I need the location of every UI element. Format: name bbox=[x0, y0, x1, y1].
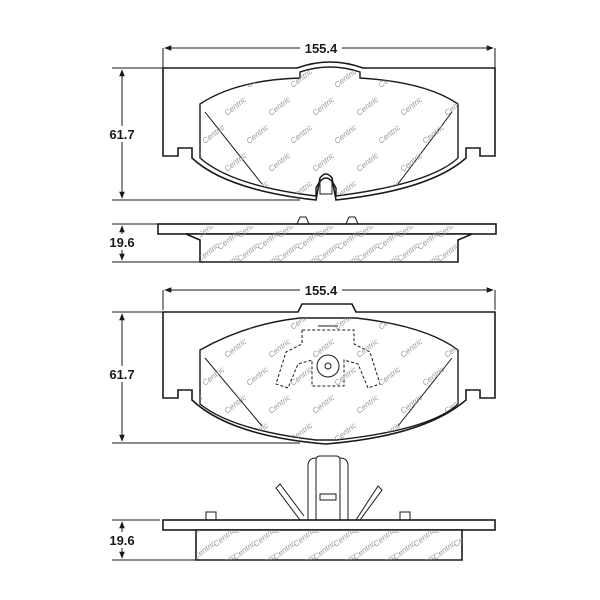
edge-friction-material bbox=[195, 529, 463, 561]
watermark-text: Centric bbox=[152, 539, 178, 562]
watermark-text: Centric bbox=[296, 253, 322, 276]
right-chamfer-line bbox=[397, 111, 453, 185]
watermark-text: Centric bbox=[176, 253, 202, 276]
width-label-bg bbox=[300, 40, 342, 56]
edge-left-tab bbox=[205, 511, 217, 520]
watermark-text: Centric bbox=[421, 179, 447, 202]
watermark-text: Centric bbox=[172, 552, 198, 575]
watermark-text: Centric bbox=[201, 421, 227, 444]
thickness-dimension-label: 19.6 bbox=[109, 533, 134, 548]
height-dimension-label: 61.7 bbox=[109, 127, 134, 142]
watermark-text: Centric bbox=[452, 526, 478, 549]
thickness-label-bg bbox=[102, 234, 142, 250]
clip-right-wall bbox=[339, 457, 349, 520]
left-chamfer-line bbox=[204, 357, 263, 427]
width-dimension-label: 155.4 bbox=[305, 283, 338, 298]
watermark-text: Centric bbox=[256, 253, 282, 276]
abutment-clip bbox=[319, 178, 333, 195]
watermark-text: Centric bbox=[156, 241, 182, 264]
watermark-text: Centric bbox=[416, 253, 442, 276]
watermark-text: Centric bbox=[201, 179, 227, 202]
clip-center-hole bbox=[324, 362, 332, 370]
edge-backing-plate bbox=[162, 519, 496, 531]
height-label-bg bbox=[102, 126, 142, 142]
friction-pad bbox=[199, 317, 459, 441]
height-dimension-label: 61.7 bbox=[109, 367, 134, 382]
wire-spring-right bbox=[355, 485, 383, 521]
width-label-bg bbox=[300, 282, 342, 298]
edge-left-tab bbox=[296, 216, 310, 225]
edge-friction-material bbox=[185, 233, 473, 263]
watermark-text: Centric bbox=[465, 421, 491, 444]
clip-center-circle bbox=[316, 354, 340, 378]
spring-clip-outline bbox=[275, 329, 381, 389]
edge-right-tab bbox=[399, 511, 411, 520]
watermark-text: Centric bbox=[157, 421, 183, 444]
right-chamfer-line bbox=[397, 357, 453, 427]
edge-right-tab bbox=[345, 216, 359, 225]
thickness-dimension-label: 19.6 bbox=[109, 235, 134, 250]
watermark-text: Centric bbox=[336, 253, 362, 276]
watermark-text: Centric bbox=[157, 179, 183, 202]
clip-tab bbox=[315, 455, 341, 520]
left-chamfer-line bbox=[204, 111, 263, 185]
watermark-text: Centric bbox=[376, 253, 402, 276]
watermark-text: Centric bbox=[456, 253, 482, 276]
watermark-text: Centric bbox=[465, 179, 491, 202]
width-dimension-label: 155.4 bbox=[305, 41, 338, 56]
height-label-bg bbox=[102, 366, 142, 382]
watermark-text: Centric bbox=[216, 253, 242, 276]
watermark-text: Centric bbox=[472, 539, 498, 562]
clip-left-wall bbox=[307, 457, 317, 520]
watermark-text: Centric bbox=[492, 552, 518, 575]
clip-slot bbox=[319, 493, 337, 501]
wire-spring-left bbox=[275, 483, 305, 521]
friction-pad bbox=[199, 66, 459, 197]
watermark-text: Centric bbox=[476, 241, 502, 264]
thickness-label-bg bbox=[102, 532, 142, 548]
